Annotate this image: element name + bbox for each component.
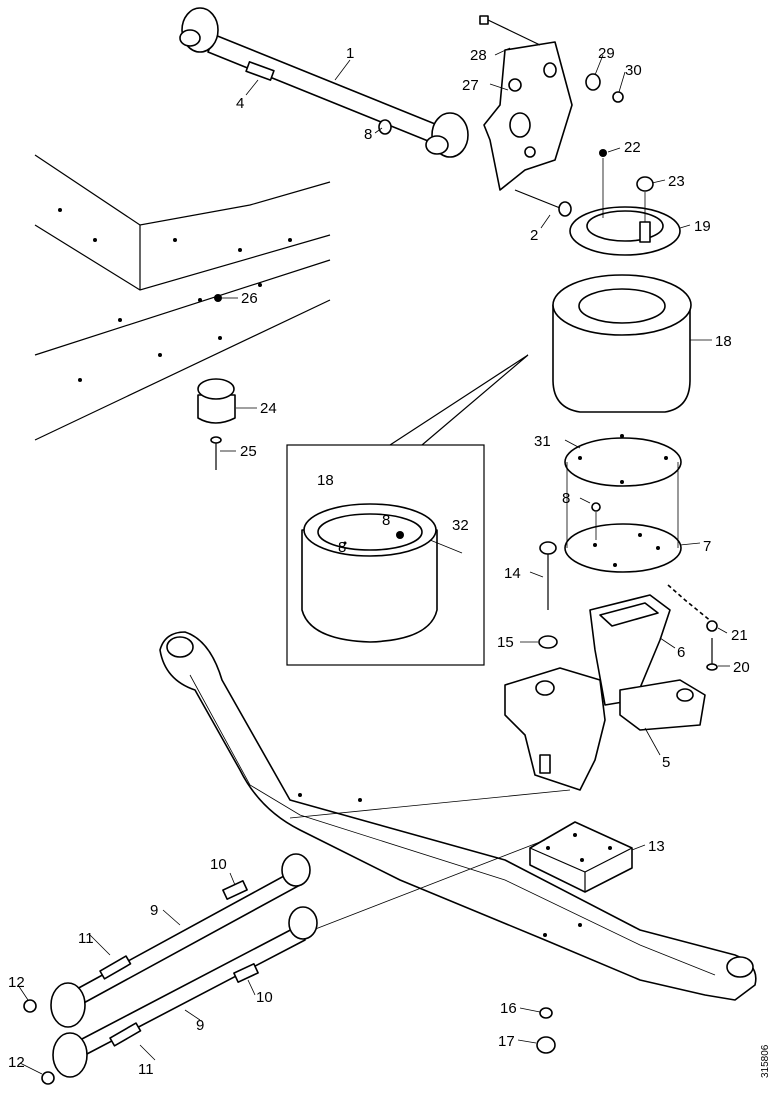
nuts-12 (23, 999, 55, 1085)
plate-7 (564, 523, 682, 573)
callout-16: 16 (500, 1000, 517, 1017)
callout-1: 1 (346, 45, 354, 62)
frame-rail (34, 154, 331, 441)
inset-detail (286, 354, 529, 666)
plate-31 (564, 434, 682, 487)
nut-17 (536, 1036, 556, 1054)
callout-19: 19 (694, 218, 711, 235)
callout-8-plate: 8 (562, 490, 570, 507)
callout-10-upper: 10 (210, 856, 227, 873)
callout-11-upper: 11 (78, 930, 94, 947)
callout-12-upper: 12 (8, 974, 25, 991)
callout-31: 31 (534, 433, 551, 450)
washer-15 (538, 635, 558, 649)
callout-26: 26 (241, 290, 258, 307)
spring-carrier-6 (589, 594, 671, 706)
callout-25: 25 (240, 443, 257, 460)
callout-24: 24 (260, 400, 277, 417)
callout-23: 23 (668, 173, 685, 190)
callout-9-lower: 9 (196, 1017, 204, 1034)
callout-28: 28 (470, 47, 487, 64)
nut-30 (612, 91, 624, 103)
callout-8-inset: 8 (382, 512, 390, 529)
callout-18-inset: 18 (317, 472, 334, 489)
callout-15: 15 (497, 634, 514, 651)
callout-17: 17 (498, 1033, 515, 1050)
bracket-27 (483, 41, 573, 191)
pad-13 (529, 821, 633, 893)
callout-21: 21 (731, 627, 748, 644)
leader-lines (17, 47, 730, 1075)
alignment-line-axle-2 (299, 839, 546, 936)
callout-10-lower: 10 (256, 989, 273, 1006)
dashed-path-21 (667, 584, 713, 623)
callout-9-upper: 9 (150, 902, 158, 919)
callout-13: 13 (648, 838, 665, 855)
bolt-14 (539, 541, 557, 610)
bolt-8-plate (591, 502, 601, 540)
bolt-2 (514, 189, 572, 217)
callout-4: 4 (236, 95, 244, 112)
air-spring-bellows-18 (552, 274, 692, 413)
washer-29 (585, 73, 601, 91)
rubber-mount-24 (197, 378, 236, 424)
callout-2: 2 (530, 227, 538, 244)
alignment-line-axle-1 (289, 789, 571, 819)
axle-bracket-5 (504, 667, 706, 791)
nut-16 (539, 1007, 553, 1019)
callout-22: 22 (624, 139, 641, 156)
bolt-28 (479, 15, 541, 46)
upper-plate-19 (569, 206, 681, 256)
callout-11-lower: 11 (138, 1061, 154, 1078)
callout-8-upper-rod: 8 (364, 126, 372, 143)
nut-23 (636, 176, 654, 222)
bolt-21 (706, 620, 718, 632)
upper-torque-rod (179, 7, 469, 158)
washer-8-top (378, 119, 392, 135)
callout-14: 14 (504, 565, 521, 582)
callout-12-lower: 12 (8, 1054, 25, 1071)
bolt-20 (706, 638, 718, 671)
bolt-25 (210, 436, 222, 470)
nut-22 (599, 149, 607, 218)
callout-32: 32 (452, 517, 469, 534)
callout-30: 30 (625, 62, 642, 79)
callout-7: 7 (703, 538, 711, 555)
callout-18: 18 (715, 333, 732, 350)
axle-beam (159, 631, 757, 1001)
lower-torque-rods (50, 853, 318, 1078)
callout-5: 5 (662, 754, 670, 771)
callout-27: 27 (462, 77, 479, 94)
reference-number: 315806 (760, 1044, 771, 1078)
callout-8-inset-lower: 8 (338, 539, 346, 556)
callout-20: 20 (733, 659, 750, 676)
callout-29: 29 (598, 45, 615, 62)
callout-6: 6 (677, 644, 685, 661)
